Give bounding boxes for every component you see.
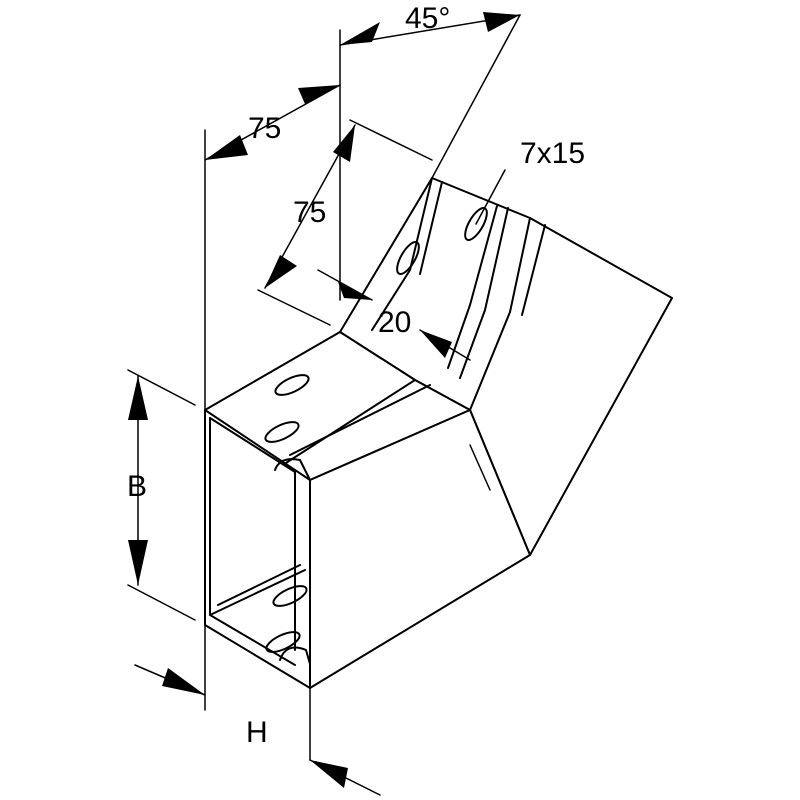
- angle-label: 45°: [405, 2, 450, 35]
- arrow: [265, 255, 297, 288]
- slot: [265, 631, 301, 653]
- dimension-lines: [127, 12, 521, 796]
- arrow: [338, 282, 372, 300]
- arrow: [420, 330, 452, 358]
- straight-section: [204, 331, 531, 689]
- slot: [396, 241, 420, 275]
- arrow: [483, 12, 520, 32]
- arrow: [128, 376, 148, 420]
- flange-label: 20: [378, 306, 411, 339]
- arrow: [333, 125, 355, 162]
- arrow: [162, 668, 205, 695]
- slot: [264, 421, 300, 443]
- arrow: [310, 760, 348, 788]
- side-offset-label: 75: [248, 112, 281, 145]
- dimension-labels: 45° 75 75 7x15 20 B H: [127, 2, 585, 749]
- height-label: H: [246, 716, 268, 749]
- arrow: [298, 85, 340, 104]
- arrow: [340, 22, 380, 45]
- end-offset-label: 75: [293, 196, 326, 229]
- slot-size-label: 7x15: [520, 137, 585, 170]
- arrow: [128, 540, 148, 585]
- mounting-slots: [264, 207, 488, 653]
- slot: [274, 374, 310, 396]
- width-label: B: [127, 470, 147, 503]
- arrow: [205, 135, 248, 160]
- slot: [272, 585, 308, 607]
